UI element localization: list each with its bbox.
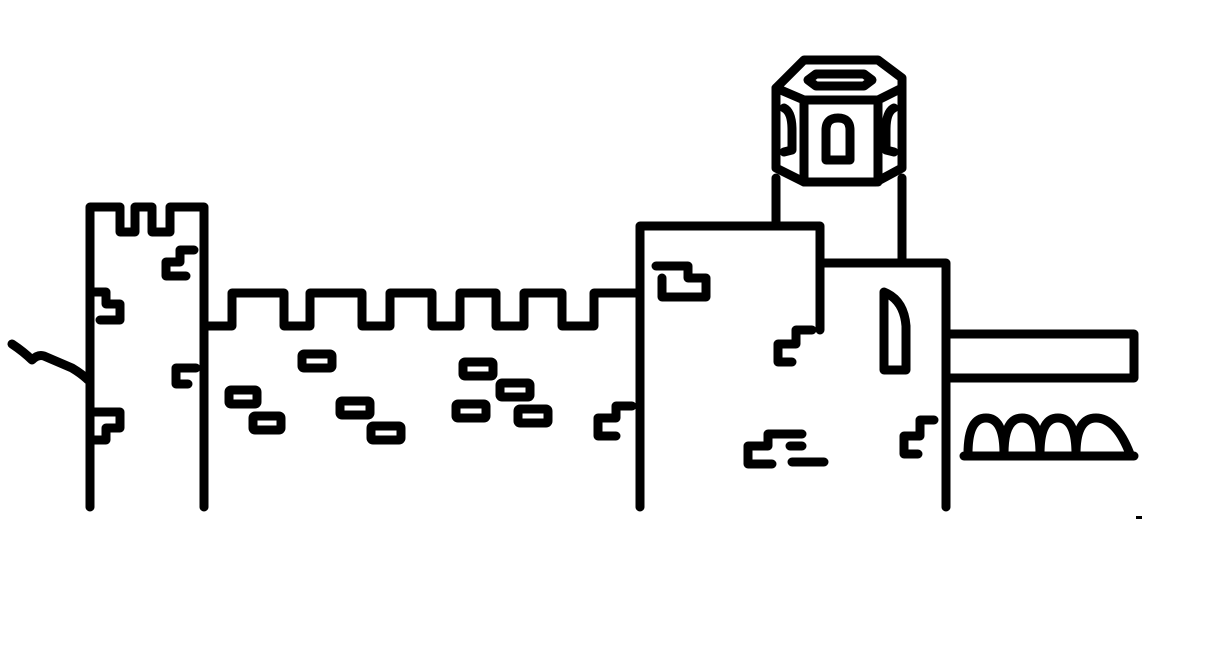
right-block-arched-window [879, 287, 911, 375]
curtain-wall-crenellations [199, 288, 645, 331]
left-tower-brick-3 [171, 363, 201, 389]
keep-brick-2 [773, 325, 817, 367]
vine-branch [7, 339, 93, 385]
octagon-tower-window-left [779, 103, 797, 157]
left-tower-brick-4 [89, 407, 125, 445]
left-tower-outline [85, 202, 209, 512]
wall-brick-3 [297, 349, 337, 373]
wall-brick-2 [248, 411, 286, 435]
wall-brick-6 [458, 357, 498, 381]
octagon-tower-top-opening [803, 69, 877, 91]
octagon-tower-window-right [881, 103, 899, 157]
keep-brick-1 [651, 261, 711, 302]
wall-brick-5 [366, 421, 406, 445]
wall-brick-9 [513, 404, 553, 428]
ink-speck [1136, 516, 1142, 519]
wall-brick-4 [335, 396, 375, 420]
right-block-brick-1 [899, 415, 939, 459]
right-block-outline [815, 258, 951, 512]
octagon-tower-window-center [821, 113, 855, 165]
wall-brick-7 [495, 378, 535, 402]
left-tower-brick-2 [89, 287, 125, 325]
octagon-tower-ring [771, 83, 907, 105]
keep-brick-3 [743, 429, 807, 469]
keep-brick-4 [785, 441, 829, 467]
keep-outline [635, 221, 825, 512]
wall-brick-10 [593, 401, 637, 441]
left-tower-brick-1 [161, 245, 199, 281]
octagon-tower-shaft [771, 173, 907, 267]
wall-brick-8 [451, 399, 491, 423]
side-wing-beam [941, 329, 1139, 383]
wall-brick-1 [224, 385, 262, 409]
side-wing-arch-4 [1071, 413, 1135, 459]
octagon-tower-cap [771, 55, 907, 187]
